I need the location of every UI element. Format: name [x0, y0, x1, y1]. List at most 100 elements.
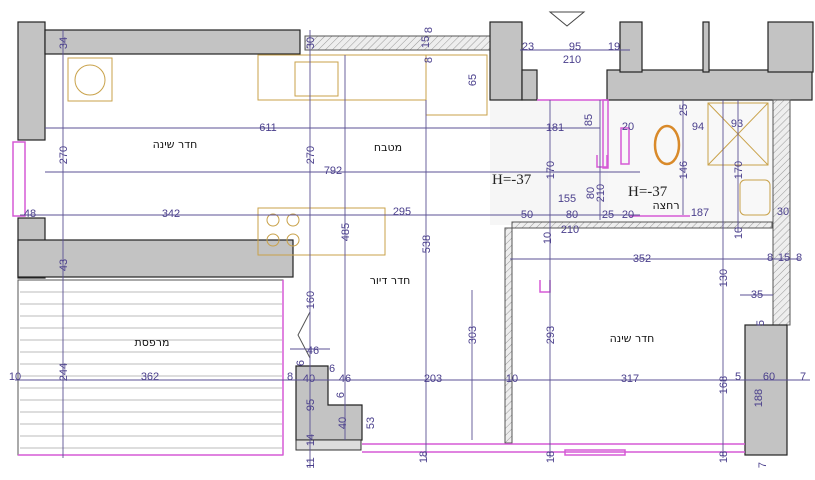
dimension-label: 270	[305, 146, 317, 164]
dimension-label: 65	[467, 74, 479, 86]
fridge	[425, 54, 488, 116]
dimension-label: 35	[751, 289, 763, 301]
dimension-label: 8	[423, 57, 435, 63]
dimension-label: 14	[305, 434, 317, 446]
dimension-label: 5	[735, 371, 741, 383]
dimension-label: 203	[424, 373, 442, 385]
dimension-label: 95	[569, 41, 581, 53]
dimension-label: 46	[307, 345, 319, 357]
dimension-label: 8	[423, 27, 435, 33]
dimension-label: 85	[583, 114, 595, 126]
dimension-label: 155	[558, 193, 576, 205]
room-label-living-room: חדר דיור	[370, 274, 411, 287]
dimension-label: 80	[566, 209, 578, 221]
corridor-floor	[490, 100, 608, 225]
dimension-label: 6	[295, 360, 307, 366]
dimension-label: 317	[621, 373, 639, 385]
dimension-label: 146	[678, 161, 690, 179]
dimension-label: 40	[303, 373, 315, 385]
dimension-label: 295	[393, 206, 411, 218]
stove-counter	[257, 207, 386, 256]
dimension-lines	[15, 30, 810, 468]
dimension-label: 130	[718, 269, 730, 287]
dimension-label: 20	[622, 209, 634, 221]
dimension-label: 170	[545, 161, 557, 179]
dimension-label: 7	[800, 371, 806, 383]
dimension-label: 187	[691, 207, 709, 219]
dimension-label: 60	[763, 371, 775, 383]
dimension-label: 50	[521, 209, 533, 221]
dimension-label: 20	[622, 121, 634, 133]
room-label-bedroom-1: חדר שינה	[153, 138, 198, 151]
level-mark: H=-37	[628, 184, 668, 200]
dimension-label: 48	[24, 208, 36, 220]
dimension-label: 30	[777, 206, 789, 218]
dimension-label: 11	[305, 457, 317, 468]
dimension-label: 611	[259, 122, 277, 134]
dimension-label: 8	[796, 252, 802, 264]
dimension-label: 34	[58, 37, 70, 49]
dimension-label: 23	[522, 41, 534, 53]
dimension-label: 210	[595, 184, 607, 202]
dimension-label: 342	[162, 208, 180, 220]
dimension-label: 25	[602, 209, 614, 221]
dimension-label: 792	[324, 165, 342, 177]
dimension-label: 8	[767, 252, 773, 264]
dimension-label: 19	[608, 41, 620, 53]
balcony-floor	[17, 279, 284, 456]
dimension-label: 8	[287, 371, 293, 383]
dimension-label: 18	[545, 451, 557, 463]
dimension-label: 10	[9, 371, 21, 383]
bathroom-floor	[608, 100, 773, 222]
dimension-label: 7	[757, 462, 769, 468]
dimension-label: 93	[731, 118, 743, 130]
dimension-label: 18	[718, 451, 730, 463]
toilet-icon	[653, 124, 681, 166]
dimension-label: 538	[421, 235, 433, 253]
dimension-label: 15	[778, 252, 790, 264]
dimension-label: 80	[585, 187, 597, 199]
dimension-label: 293	[545, 326, 557, 344]
dimension-label: 10	[506, 373, 518, 385]
dimension-label: 210	[561, 224, 579, 236]
dimension-label: 244	[58, 363, 70, 381]
dimension-label: 210	[563, 54, 581, 66]
dimension-label: 40	[337, 417, 349, 429]
level-mark: H=-37	[492, 172, 532, 188]
dimension-label: 6	[329, 363, 335, 375]
washing-machine	[67, 57, 113, 102]
dimension-label: 15	[420, 36, 432, 48]
dimension-label: 303	[467, 326, 479, 344]
entrance-arrow-icon	[548, 11, 586, 27]
dimension-label: 25	[678, 104, 690, 116]
dimension-label: 6	[335, 392, 347, 398]
dimension-label: 485	[340, 223, 352, 241]
dimension-label: 10	[733, 227, 745, 239]
room-label-kitchen: מטבח	[374, 141, 402, 154]
kitchen-sink-icon	[294, 61, 339, 97]
dimension-label: 53	[365, 417, 377, 429]
kitchen-counter	[257, 54, 427, 101]
dimension-label: 160	[305, 291, 317, 309]
dimension-label: 18	[418, 451, 430, 463]
dimension-label: 181	[546, 122, 564, 134]
dimension-label: 362	[141, 371, 159, 383]
dimension-label: 168	[718, 376, 730, 394]
bath-sink-icon	[739, 179, 771, 216]
dimension-label: 170	[733, 161, 745, 179]
room-label-balcony: מרפסת	[135, 336, 170, 349]
dimension-label: 46	[339, 373, 351, 385]
dimension-label: 188	[753, 389, 765, 407]
stove-icon	[266, 213, 300, 247]
dimension-label: 352	[633, 253, 651, 265]
walls	[17, 21, 814, 456]
dimension-label: 95	[305, 399, 317, 411]
room-label-bedroom-2: חדר שינה	[610, 332, 655, 345]
dimension-label: 270	[58, 146, 70, 164]
room-label-bathroom: רחצה	[652, 199, 679, 212]
dimension-label: 43	[58, 259, 70, 271]
dimension-label: 94	[692, 121, 704, 133]
dimension-label: 10	[542, 232, 554, 244]
dimension-label: 30	[305, 37, 317, 49]
